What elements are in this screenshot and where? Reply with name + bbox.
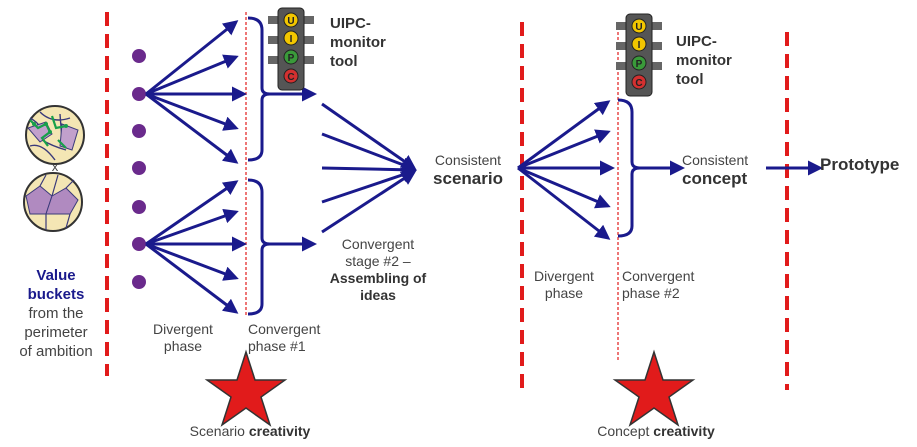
prototype-label: Prototype (820, 155, 900, 174)
label-line: scenario (433, 169, 503, 188)
convergent-stage-2-label: Convergent stage #2 – Assembling of idea… (318, 236, 438, 304)
creativity-emphasis: creativity (653, 423, 715, 439)
light-letter: U (287, 16, 294, 27)
divergent-phase-2-label: Divergent phase (522, 268, 606, 302)
consistent-scenario-label: Consistent scenario (418, 152, 518, 189)
creativity-prefix: Concept (597, 423, 654, 439)
light-letter: U (635, 22, 642, 33)
label-line: ideas (360, 287, 396, 303)
times-symbol: x (51, 159, 59, 174)
tool-line: UIPC- (676, 33, 717, 50)
value-buckets-title-1: Value (36, 267, 76, 284)
tool-line: monitor (330, 34, 386, 51)
label-line: phase #2 (622, 285, 680, 301)
scenario-creativity-label: Scenario creativity (160, 423, 340, 440)
label-line: Divergent (534, 268, 594, 284)
uipc-monitor-tool-label-2: UIPC- monitor tool (676, 32, 756, 89)
tool-line: tool (330, 53, 358, 70)
label-line: phase (163, 338, 203, 354)
convergent-bracket-2 (617, 98, 685, 238)
divergent-fan-1-lower (145, 180, 247, 314)
light-letter: I (638, 40, 641, 51)
creativity-prefix: Scenario (189, 423, 249, 439)
tool-line: monitor (676, 52, 732, 69)
convergent-fan-2 (321, 102, 417, 234)
tool-line: UIPC- (330, 15, 371, 32)
label-line: concept (682, 169, 748, 188)
convergent-bracket-1 (247, 16, 317, 316)
star-icon-1 (204, 349, 288, 427)
star-icon-2 (612, 349, 696, 427)
convergent-phase-2-label: Convergent phase #2 (622, 268, 712, 302)
value-bucket-map-bottom (23, 172, 83, 232)
uipc-monitor-tool-label-1: UIPC- monitor tool (330, 14, 410, 71)
label-line: Consistent (434, 152, 502, 168)
label-line: Consistent (682, 152, 749, 168)
label-line: phase (544, 285, 584, 301)
label-line: stage #2 – (345, 253, 411, 269)
light-letter: I (290, 34, 293, 45)
traffic-light-icon-1: U I P C (268, 7, 314, 91)
idea-dots (132, 49, 146, 289)
label-line: Divergent (153, 321, 213, 337)
consistent-concept-label: Consistent concept (682, 152, 778, 189)
tool-line: tool (676, 71, 704, 88)
value-buckets-text-3: of ambition (19, 343, 93, 360)
label-line: Convergent (248, 321, 321, 337)
value-bucket-map-top (25, 105, 85, 165)
light-letter: C (635, 78, 642, 89)
divergent-fan-2 (517, 100, 615, 240)
creativity-emphasis: creativity (248, 423, 311, 439)
convergent-phase-1-label: Convergent phase #1 (248, 321, 336, 355)
label-line: Convergent (341, 236, 415, 252)
label-line: Assembling of (329, 270, 427, 286)
value-buckets-title-2: buckets (27, 286, 85, 303)
divergent-phase-1-label: Divergent phase (138, 321, 228, 355)
light-letter: P (636, 59, 643, 70)
light-letter: P (288, 53, 295, 64)
light-letter: C (287, 72, 294, 83)
concept-creativity-label: Concept creativity (566, 423, 746, 440)
label-line: phase #1 (248, 338, 306, 354)
label-line: Convergent (622, 268, 695, 284)
divergent-fan-1-upper (145, 20, 247, 164)
traffic-light-icon-2: U I P C (616, 13, 662, 97)
value-buckets-label: Value buckets from the perimeter of ambi… (6, 266, 106, 361)
value-buckets-text-2: perimeter (24, 324, 88, 341)
value-buckets-text-1: from the (28, 305, 84, 322)
